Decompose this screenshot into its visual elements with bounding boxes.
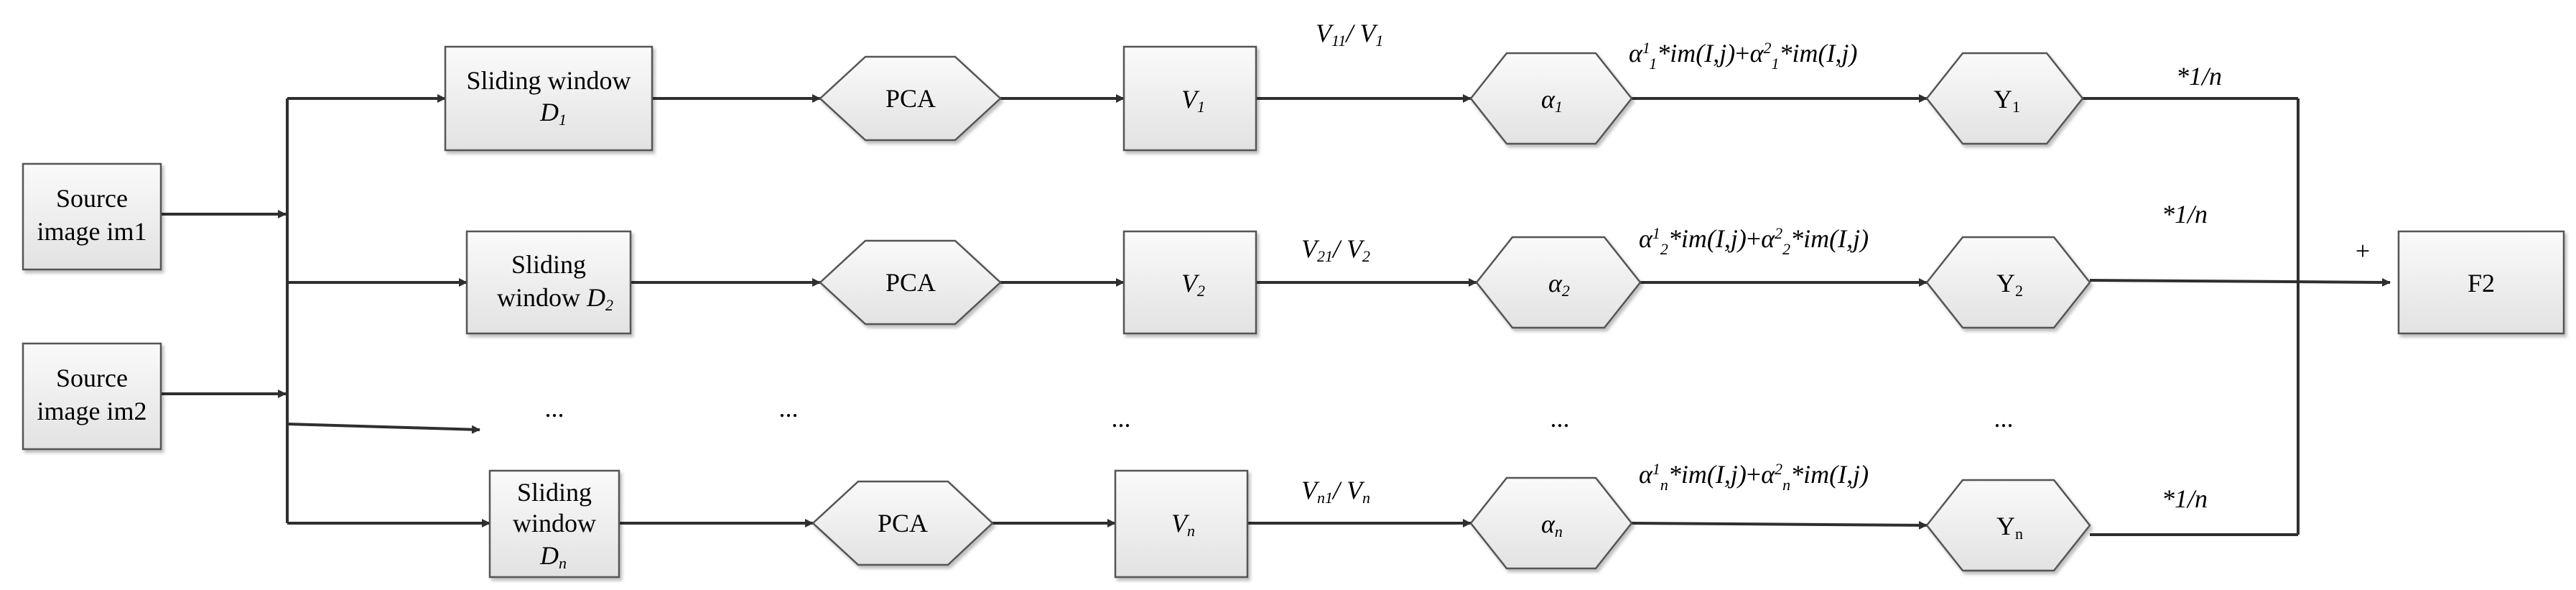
alpha-1-node: α1 xyxy=(1469,52,1633,145)
output-f2-box: F2 xyxy=(2397,230,2565,335)
source2-line1: Source xyxy=(56,364,128,392)
source1-line2: image im1 xyxy=(37,217,147,246)
y2-label: Y2 xyxy=(1996,269,2023,300)
v1-label: V1 xyxy=(1181,85,1205,116)
sum-plus-sign: + xyxy=(2356,236,2370,265)
alpha-1-label: α1 xyxy=(1541,85,1563,116)
ellipsis-y: ... xyxy=(1994,404,2014,433)
connectors xyxy=(161,94,2391,536)
alpha-n-label: αn xyxy=(1541,510,1563,540)
ellipsis-window: ... xyxy=(545,394,564,423)
y2-node: Y2 xyxy=(1925,236,2091,329)
y1-label: Y1 xyxy=(1994,85,2020,116)
arrow-alpha-n-to-yn xyxy=(1631,520,1928,530)
formula-1: α11*im(I,j)+α21*im(I,j) xyxy=(1629,39,1857,73)
v1-box: V1 xyxy=(1122,45,1257,152)
scale-n-label: *1/n xyxy=(2162,484,2208,513)
window-n-line1: Sliding xyxy=(517,478,592,507)
source-image-im2-box: Source image im2 xyxy=(22,342,162,451)
scale-1-label: *1/n xyxy=(2176,62,2222,91)
formula-n: α1n*im(I,j)+α2n*im(I,j) xyxy=(1639,460,1869,494)
alpha-2-node: α2 xyxy=(1475,236,1642,329)
ellipsis-vector: ... xyxy=(1112,404,1131,433)
pca-n-node: PCA xyxy=(812,480,994,566)
source-image-im1-box: Source image im1 xyxy=(22,162,162,271)
arrow-y2-to-f2 xyxy=(2089,277,2391,287)
vn-box: Vn xyxy=(1114,469,1249,579)
v2-box: V2 xyxy=(1122,230,1257,335)
sliding-window-1-box: Sliding window D1 xyxy=(444,45,654,152)
vn-label: Vn xyxy=(1171,509,1195,540)
window2-line1: Sliding xyxy=(511,250,586,279)
window-n-var: Dn xyxy=(539,541,567,572)
v2-label: V2 xyxy=(1181,269,1205,300)
output-f2-label: F2 xyxy=(2468,269,2495,298)
pca-1-node: PCA xyxy=(819,55,1002,142)
alpha-2-label: α2 xyxy=(1548,269,1570,300)
alpha-n-node: αn xyxy=(1469,476,1633,570)
pca-1-label: PCA xyxy=(885,84,936,113)
pca-2-node: PCA xyxy=(819,239,1002,326)
arrow-bus-to-ellipsis xyxy=(287,423,480,434)
window2-line2: window D2 xyxy=(497,283,613,314)
ratio-2-label: V21/ V2 xyxy=(1301,234,1370,265)
ratio-1-label: V11/ V1 xyxy=(1316,19,1383,50)
formula-2: α12*im(I,j)+α22*im(I,j) xyxy=(1639,224,1869,258)
ellipsis-alpha: ... xyxy=(1550,404,1570,433)
window-n-line2: window xyxy=(513,509,596,538)
ratio-n-label: Vn1/ Vn xyxy=(1301,476,1370,507)
scale-2-label: *1/n xyxy=(2162,200,2208,229)
pca-n-label: PCA xyxy=(878,509,928,538)
sliding-window-2-box: Sliding window D2 xyxy=(465,230,632,335)
window1-label: Sliding window xyxy=(466,66,631,95)
pca-2-label: PCA xyxy=(885,268,936,297)
y1-node: Y1 xyxy=(1925,52,2084,145)
source1-line1: Source xyxy=(56,184,128,213)
ellipsis-pca: ... xyxy=(779,394,799,423)
sliding-window-n-box: Sliding window Dn xyxy=(488,469,620,579)
window1-var: D1 xyxy=(539,98,567,129)
yn-label: Yn xyxy=(1996,512,2023,543)
source2-line2: image im2 xyxy=(37,397,147,425)
yn-node: Yn xyxy=(1925,479,2091,572)
